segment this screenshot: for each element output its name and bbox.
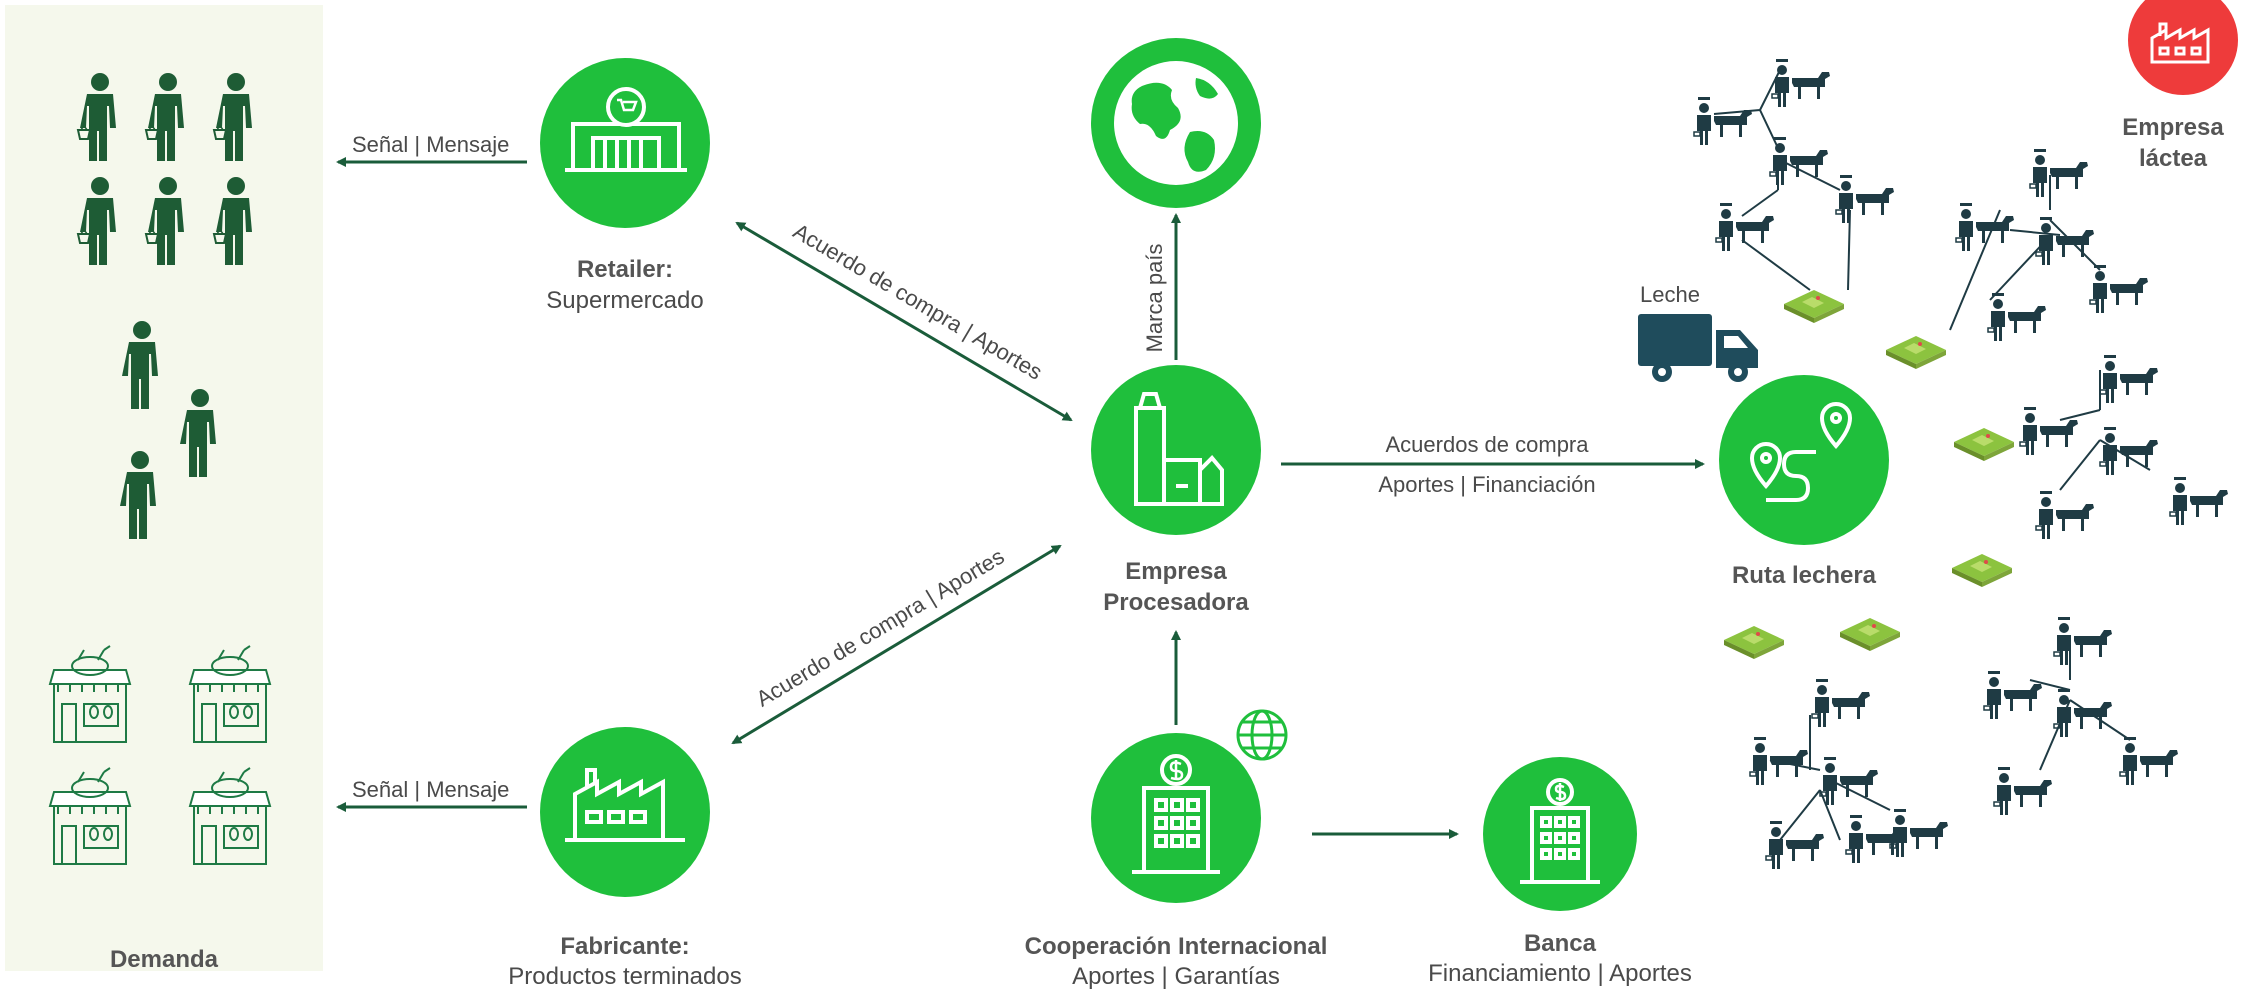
route-node[interactable] <box>1719 375 1889 545</box>
demand-label: Demanda <box>109 946 219 973</box>
retailer-title: Retailer: <box>576 256 674 283</box>
milk-truck-icon <box>1638 314 1758 382</box>
dairy-plant-icon <box>1134 392 1224 506</box>
small-globe-icon <box>1236 709 1288 761</box>
signal-label-top: Señal | Mensaje <box>352 132 509 157</box>
globe-icon <box>1114 61 1238 185</box>
agreement-arrow-top <box>735 221 1073 422</box>
agreement-arrow-bottom <box>731 544 1062 745</box>
processor-title: Empresa <box>1125 558 1227 585</box>
farm-network <box>1694 59 2228 869</box>
building-dollar-icon <box>1132 754 1220 874</box>
manufacturer-title: Fabricante: <box>560 933 690 960</box>
route-title: Ruta lechera <box>1731 562 1877 589</box>
processor-title-line2: Procesadora <box>1103 589 1249 616</box>
processor-node[interactable] <box>1091 365 1261 535</box>
globe-node[interactable] <box>1091 38 1261 208</box>
truck-label: Leche <box>1640 282 1700 307</box>
cooperation-title: Cooperación Internacional <box>1024 933 1328 960</box>
dairy-company-title: Empresa <box>2122 114 2224 141</box>
dairy-company-title-line2: láctea <box>2138 145 2208 172</box>
edge-labels: Señal | Mensaje Señal | Mensaje Acuerdo … <box>352 132 1596 802</box>
purchase-label-line2: Aportes | Financiación <box>1378 472 1595 497</box>
route-pin-icon <box>1749 402 1853 502</box>
bank-node[interactable] <box>1483 757 1637 911</box>
red-factory-icon <box>2150 22 2210 64</box>
signal-label-bottom: Señal | Mensaje <box>352 777 509 802</box>
manufacturer-subtitle: Productos terminados <box>508 963 742 990</box>
country-brand-label: Marca país <box>1142 244 1167 353</box>
bank-icon <box>1520 778 1600 884</box>
purchase-label-line1: Acuerdos de compra <box>1386 432 1590 457</box>
connector-arrows <box>336 157 1705 839</box>
bank-title: Banca <box>1523 930 1597 957</box>
supermarket-icon <box>565 87 687 172</box>
retailer-node[interactable] <box>540 58 710 228</box>
dairy-company-node[interactable] <box>2128 0 2238 95</box>
factory-icon <box>565 768 685 842</box>
cooperation-subtitle: Aportes | Garantías <box>1072 963 1280 990</box>
retailer-subtitle: Supermercado <box>546 287 704 314</box>
bank-subtitle: Financiamiento | Aportes <box>1428 960 1692 987</box>
cooperation-node[interactable] <box>1091 733 1261 903</box>
manufacturer-node[interactable] <box>540 727 710 897</box>
agreement-label-top: Acuerdo de compra | Aportes <box>789 218 1047 384</box>
agreement-label-bottom: Acuerdo de compra | Aportes <box>752 544 1009 712</box>
